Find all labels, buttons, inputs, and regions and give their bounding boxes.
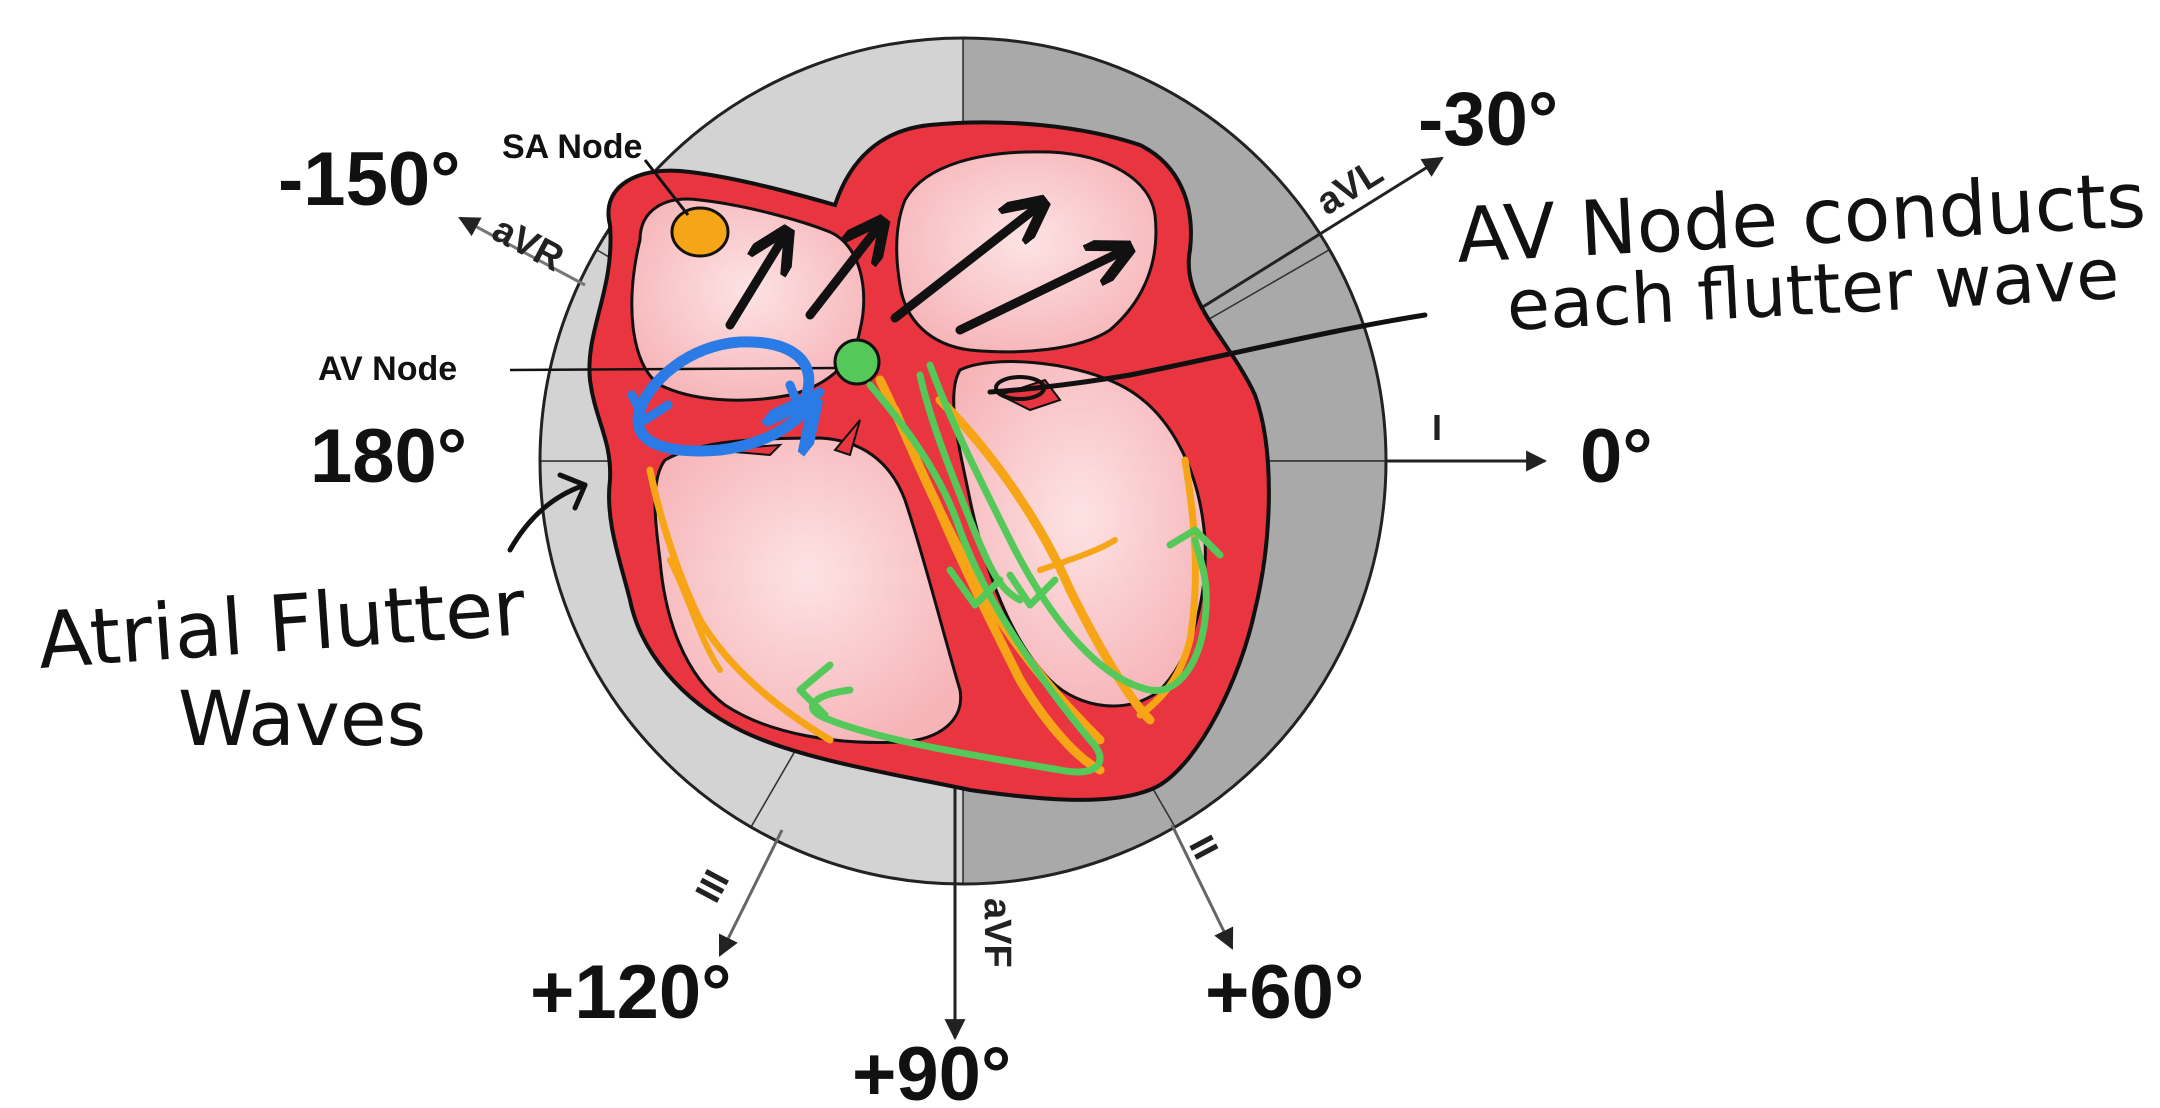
- lead-label-i: I: [1432, 407, 1442, 448]
- annotation-flutter-line-1: Atrial Flutter: [35, 563, 529, 687]
- lead-label-avl: aVL: [1309, 151, 1390, 224]
- angle-label-0: 0°: [1580, 414, 1653, 499]
- sa-node-label: SA Node: [502, 128, 642, 166]
- angle-label-neg30: -30°: [1418, 77, 1558, 162]
- angle-label-neg150: -150°: [278, 137, 461, 222]
- av-node-label: AV Node: [318, 350, 457, 388]
- lead-label-ii: II: [1181, 829, 1227, 866]
- annotation-flutter-line-2: Waves: [178, 674, 426, 763]
- lead-label-iii: III: [687, 863, 737, 909]
- sa-node: [672, 208, 728, 256]
- lead-label-avf: aVF: [976, 898, 1018, 968]
- angle-label-120: +120°: [530, 950, 732, 1035]
- angle-label-180: 180°: [310, 414, 467, 499]
- angle-label-90: +90°: [852, 1032, 1011, 1108]
- av-node: [835, 340, 879, 384]
- angle-label-60: +60°: [1205, 950, 1364, 1035]
